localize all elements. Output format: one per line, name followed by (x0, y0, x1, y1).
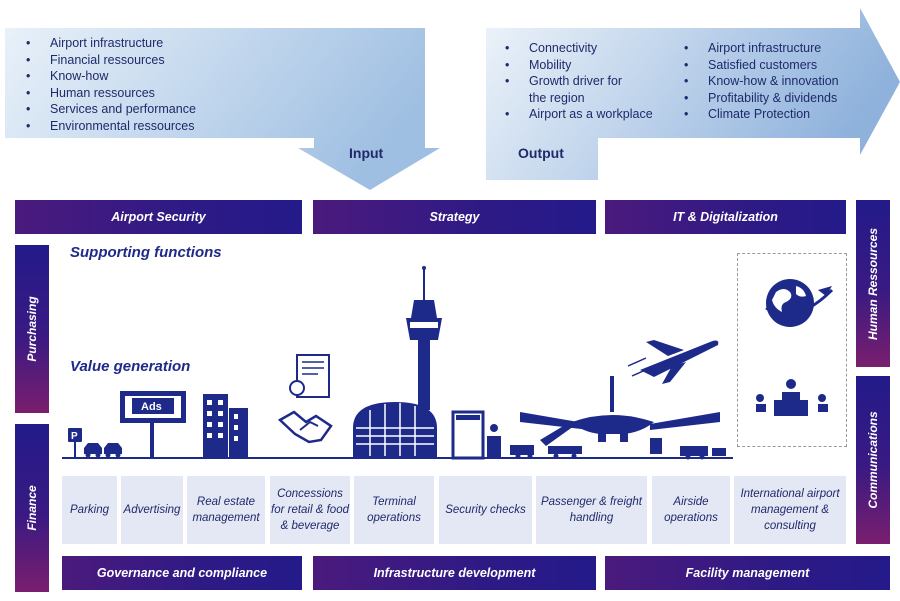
output-item: •Profitability & dividends (684, 90, 838, 105)
input-item: •Airport infrastructure (26, 36, 164, 50)
globe-icon (765, 279, 834, 327)
international-icon-frame (737, 253, 847, 447)
billboard-icon (120, 391, 186, 458)
process-box-concessions: Concessions for retail & food & beverage (270, 476, 350, 544)
airport-security-bar: Airport Security (15, 200, 302, 234)
output-label: Output (518, 145, 564, 161)
process-box-security-checks: Security checks (439, 476, 532, 544)
purchasing-bar: Purchasing (15, 245, 49, 413)
input-item: •Human ressources (26, 85, 155, 100)
output-item: •Connectivity (505, 41, 598, 55)
input-item: •Know-how (26, 69, 109, 83)
parking-sign-text: P (71, 431, 78, 442)
facility-bar: Facility management (605, 556, 890, 590)
input-item: •Financial ressources (26, 52, 165, 67)
process-box-airside-operations: Airside operations (652, 476, 730, 544)
output-list-1: •Connectivity •Mobility •Growth driver f… (503, 40, 653, 123)
handshake-certificate-icon (277, 354, 333, 444)
it-digitalization-bar: IT & Digitalization (605, 200, 846, 234)
terminal-tower-icon (353, 266, 442, 458)
airplane-icon (520, 376, 720, 442)
output-item: •Airport infrastructure (684, 41, 822, 55)
flying-airplane-icon (627, 340, 719, 384)
output-item-continued: the region (529, 90, 585, 105)
process-box-parking: Parking (62, 476, 117, 544)
input-arrow (5, 28, 440, 190)
output-item: •Mobility (505, 57, 572, 72)
output-arrow (486, 8, 900, 180)
ads-text: Ads (141, 401, 162, 413)
infrastructure-bar: Infrastructure development (313, 556, 596, 590)
output-list-2: •Airport infrastructure •Satisfied custo… (682, 40, 839, 123)
input-list: •Airport infrastructure •Financial resso… (24, 35, 196, 134)
supporting-functions-heading: Supporting functions (70, 244, 222, 261)
input-item: •Environmental ressources (26, 118, 195, 133)
process-box-passenger-freight: Passenger & freight handling (536, 476, 647, 544)
input-label: Input (349, 145, 384, 161)
meeting-icon (756, 379, 828, 416)
process-box-advertising: Advertising (121, 476, 183, 544)
security-check-icon (451, 410, 501, 460)
governance-bar: Governance and compliance (62, 556, 302, 590)
human-ressources-bar: Human Ressources (856, 200, 890, 367)
output-item: •Know-how & innovation (684, 74, 839, 88)
output-item: •Airport as a workplace (505, 107, 653, 121)
process-box-terminal-operations: Terminal operations (354, 476, 434, 544)
ground-vehicles-icon (510, 422, 726, 460)
input-output-arrows (5, 8, 900, 190)
input-item: •Services and performance (26, 102, 196, 116)
parking-icon (68, 428, 122, 458)
output-item: •Satisfied customers (684, 57, 818, 72)
communications-bar: Communications (856, 376, 890, 544)
output-item: •Growth driver for (505, 74, 623, 88)
process-box-real-estate: Real estate management (187, 476, 265, 544)
finance-bar: Finance (15, 424, 49, 592)
strategy-bar: Strategy (313, 200, 596, 234)
process-box-international-management: International airport management & consu… (734, 476, 846, 544)
value-generation-heading: Value generation (70, 358, 191, 375)
building-icon (203, 394, 248, 458)
output-item: •Climate Protection (684, 107, 811, 121)
